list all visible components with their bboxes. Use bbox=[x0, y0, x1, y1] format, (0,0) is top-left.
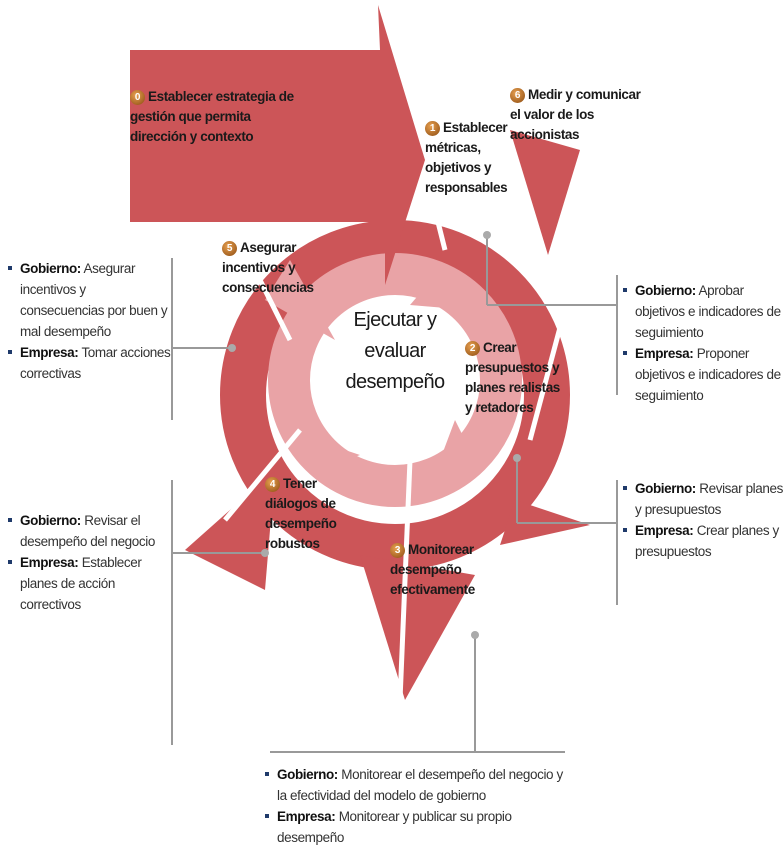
note-gobierno: Gobierno: Monitorear el desempeño del ne… bbox=[265, 764, 565, 806]
arrowhead-6 bbox=[510, 130, 580, 255]
callout-lines bbox=[171, 235, 618, 753]
step-number-badge: 1 bbox=[425, 121, 440, 136]
note-empresa: Empresa: Proponer objetivos e indicadore… bbox=[623, 343, 783, 406]
step-text: Establecer métricas, objetivos y respons… bbox=[425, 120, 508, 195]
note-empresa: Empresa: Monitorear y publicar su propio… bbox=[265, 806, 565, 848]
step-number-badge: 4 bbox=[265, 477, 280, 492]
note-step2: Gobierno: Revisar planes y presupuestos … bbox=[623, 478, 783, 562]
step-number-badge: 6 bbox=[510, 88, 525, 103]
arrowhead-3 bbox=[360, 555, 475, 700]
step-number-badge: 5 bbox=[222, 241, 237, 256]
inner-arrowhead-5 bbox=[265, 260, 335, 340]
note-gobierno: Gobierno: Revisar planes y presupuestos bbox=[623, 478, 783, 520]
step-number-badge: 3 bbox=[390, 543, 405, 558]
center-label: Ejecutar y evaluar desempeño bbox=[345, 309, 445, 393]
note-gobierno: Gobierno: Aprobar objetivos e indicadore… bbox=[623, 280, 783, 343]
note-empresa: Empresa: Tomar acciones correctivas bbox=[8, 342, 173, 384]
note-gobierno: Gobierno: Revisar el desempeño del negoc… bbox=[8, 510, 158, 552]
step-number-badge: 0 bbox=[130, 90, 145, 105]
inner-arrowhead-4 bbox=[315, 440, 360, 470]
step-text: Asegurar incentivos y consecuencias bbox=[222, 240, 314, 295]
inner-ring bbox=[268, 253, 522, 507]
callout-dots bbox=[228, 231, 521, 639]
note-step5: Gobierno: Asegurar incentivos y consecue… bbox=[8, 258, 173, 384]
strategy-arrow bbox=[130, 5, 425, 285]
inner-arrowhead-1 bbox=[410, 270, 470, 310]
segment-gaps bbox=[223, 69, 573, 701]
note-empresa: Empresa: Crear planes y presupuestos bbox=[623, 520, 783, 562]
step-text: Medir y comunicar el valor de los accion… bbox=[510, 87, 641, 142]
note-gobierno: Gobierno: Asegurar incentivos y consecue… bbox=[8, 258, 173, 342]
note-empresa: Empresa: Establecer planes de acción cor… bbox=[8, 552, 158, 615]
step-text: Crear presupuestos y planes realistas y … bbox=[465, 340, 560, 415]
step-text: Monitorear desempeño efectivamente bbox=[390, 542, 475, 597]
inner-arrowhead-2 bbox=[440, 420, 480, 470]
step-text: Tener diálogos de desempeño robustos bbox=[265, 476, 337, 551]
note-step4: Gobierno: Revisar el desempeño del negoc… bbox=[8, 510, 158, 615]
step-number-badge: 2 bbox=[465, 341, 480, 356]
note-step3: Gobierno: Monitorear el desempeño del ne… bbox=[265, 764, 565, 848]
step-text: Establecer estrategia de gestión que per… bbox=[130, 89, 294, 144]
note-step1: Gobierno: Aprobar objetivos e indicadore… bbox=[623, 280, 783, 406]
arrowhead-4 bbox=[185, 470, 275, 590]
